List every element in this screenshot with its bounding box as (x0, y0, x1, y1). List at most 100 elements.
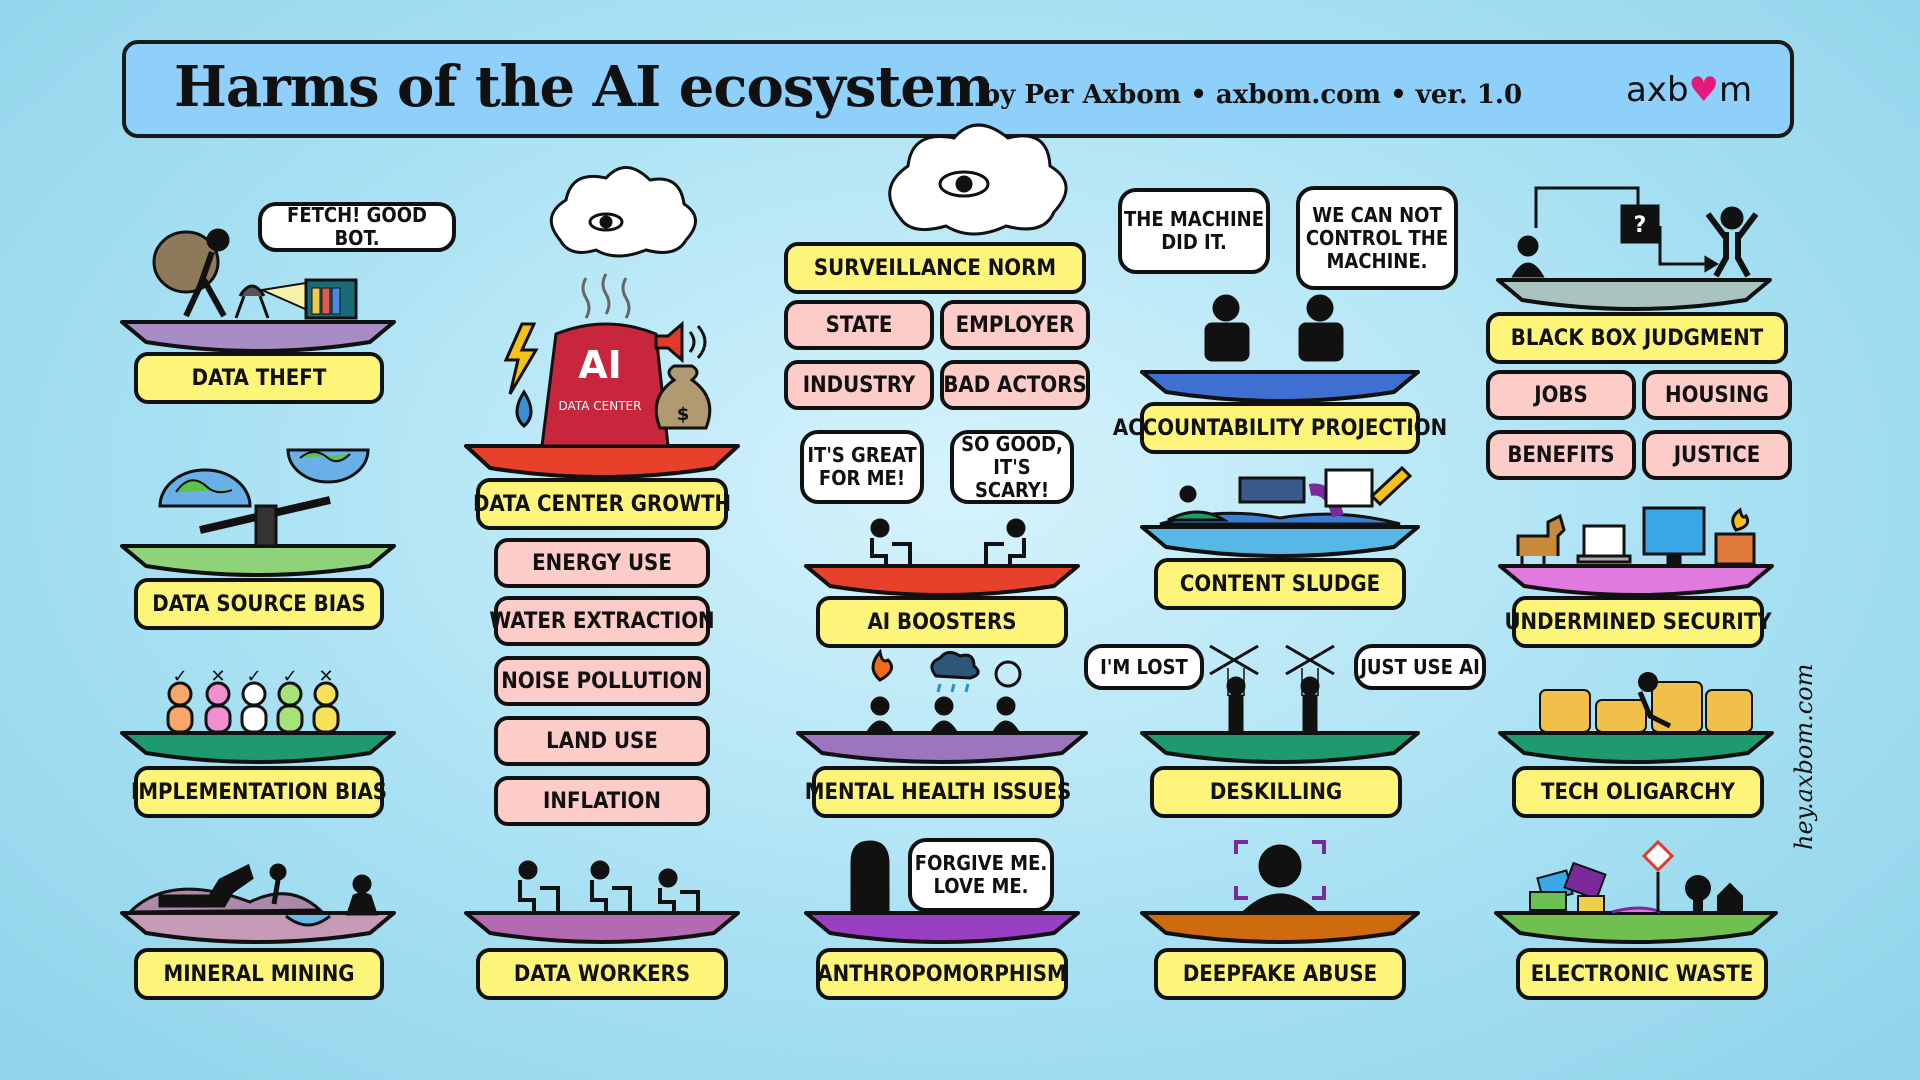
house-icon (1717, 882, 1743, 913)
speech-bubble-just-use-ai: Just use AI (1354, 644, 1486, 690)
label-deepfake-abuse: Deepfake abuse (1154, 948, 1406, 1000)
pedestal-data-workers (464, 911, 740, 944)
pedestal-undermined-security (1498, 564, 1774, 597)
page-title: Harms of the AI ecosystem (174, 54, 994, 120)
deepfake-scene (1234, 840, 1326, 914)
surveillance-cloud (888, 123, 1068, 236)
label-content-sludge: Content sludge (1154, 558, 1406, 610)
sub-noise-pollution: Noise pollution (494, 656, 710, 706)
sub-justice: Justice (1642, 430, 1792, 480)
speech-bubble-can-not-control: We can not control the machine. (1296, 186, 1458, 290)
label-deskilling: Deskilling (1150, 766, 1402, 818)
content-sludge-scene (1159, 465, 1413, 526)
sub-land-use: Land use (494, 716, 710, 766)
robot-head-icon (850, 840, 890, 914)
label-tech-oligarchy: Tech oligarchy (1512, 766, 1764, 818)
pedestal-electronic-waste (1494, 911, 1778, 944)
warning-sign-icon (1641, 839, 1675, 873)
face-scan-icon (1258, 844, 1302, 888)
monitor-icon (1642, 506, 1706, 556)
svg-text:$: $ (677, 404, 690, 425)
rain-cloud-icon (930, 651, 980, 680)
water-drop-icon (515, 389, 533, 428)
speech-bubble-fetch: Fetch! Good bot. (258, 202, 456, 252)
person-icon-2 (204, 681, 232, 734)
person-icon-4 (276, 681, 304, 734)
pencil-icon (1369, 465, 1413, 507)
label-anthropomorphism: Anthropomorphism (816, 948, 1068, 1000)
label-electronic-waste: Electronic waste (1516, 948, 1768, 1000)
label-implementation-bias: Implementation bias (131, 766, 387, 818)
byline: by Per Axbom • axbom.com • ver. 1.0 (982, 80, 1523, 110)
sub-employer: Employer (940, 300, 1090, 350)
undermined-security-scene (1516, 506, 1756, 566)
firewall-icon (1714, 532, 1756, 566)
pedestal-data-center (464, 444, 740, 479)
label-accountability-projection: Accountability projection (1113, 402, 1447, 454)
cross-icon: ✕ (318, 666, 333, 687)
lightning-icon (503, 322, 539, 395)
data-center-scene: AI DATA CENTER $ (503, 166, 712, 448)
pedestal-anthropomorphism (804, 911, 1080, 944)
document-icon (1324, 468, 1374, 508)
black-box-scene: ? (1511, 186, 1759, 278)
ai-boosters-scene (870, 518, 1026, 566)
speech-bubble-im-lost: I'm lost (1084, 644, 1204, 690)
electronic-waste-scene (1529, 839, 1743, 914)
speech-bubble-machine-did-it: The machine did it. (1118, 188, 1270, 274)
sub-jobs: Jobs (1486, 370, 1636, 420)
tech-oligarchy-scene (1539, 672, 1753, 733)
pedestal-data-source-bias (120, 544, 396, 577)
label-undermined-security: Undermined security (1504, 596, 1772, 648)
signature: hey.axbom.com (1790, 663, 1818, 850)
person-icon-5 (312, 681, 340, 734)
label-data-workers: Data workers (476, 948, 728, 1000)
check-icon: ✓ (172, 666, 187, 687)
implementation-bias-scene (166, 681, 340, 734)
fire-icon (871, 648, 894, 682)
accountability-scene (1204, 294, 1344, 362)
pedestal-ai-boosters (804, 564, 1080, 597)
data-workers-scene (518, 860, 700, 912)
person-icon-3 (240, 681, 268, 734)
label-ai-boosters: AI boosters (816, 596, 1068, 648)
speaker-icon (654, 320, 684, 364)
data-theft-scene (152, 228, 358, 320)
scribble-icon (994, 660, 1022, 688)
sub-energy-use: Energy use (494, 538, 710, 588)
pedestal-implementation-bias (120, 731, 396, 764)
label-data-center-growth: Data center growth (473, 478, 731, 530)
label-data-source-bias: Data source bias (134, 578, 384, 630)
sub-housing: Housing (1642, 370, 1792, 420)
data-source-bias-scene (158, 448, 370, 548)
cross-icon: ✕ (210, 666, 225, 687)
pipe-icon (1238, 476, 1306, 504)
sub-state: State (784, 300, 934, 350)
pedestal-accountability (1140, 370, 1420, 403)
label-black-box-judgment: Black box judgment (1486, 312, 1788, 364)
sub-industry: Industry (784, 360, 934, 410)
pedestal-content-sludge (1140, 525, 1420, 558)
svg-text:AI: AI (578, 343, 622, 387)
axbom-logo[interactable]: axb♥m (1626, 70, 1753, 110)
pedestal-deskilling (1140, 731, 1420, 764)
pedestal-mineral-mining (120, 911, 396, 944)
cloud-eye-icon (549, 166, 697, 258)
mineral-mining-scene (126, 863, 379, 927)
label-mineral-mining: Mineral mining (134, 948, 384, 1000)
implementation-bias-marks: ✓ ✕ ✓ ✓ ✕ (172, 666, 333, 687)
laptop-icon (1582, 524, 1626, 558)
ai-data-center-building (540, 322, 670, 448)
pedestal-data-theft (120, 320, 396, 353)
heart-icon: ♥ (1688, 70, 1720, 110)
speech-bubble-its-great: It's great for me! (800, 430, 924, 504)
speech-bubble-forgive-me: Forgive me. Love me. (908, 838, 1054, 912)
person-icon-1 (166, 681, 194, 734)
sub-water-extraction: Water extraction (489, 596, 715, 646)
sub-bad-actors: Bad actors (940, 360, 1090, 410)
header-banner: Harms of the AI ecosystem by Per Axbom •… (122, 40, 1794, 138)
anthropomorphism-scene (850, 840, 890, 914)
mental-health-scene (865, 648, 1022, 734)
check-icon: ✓ (282, 666, 297, 687)
